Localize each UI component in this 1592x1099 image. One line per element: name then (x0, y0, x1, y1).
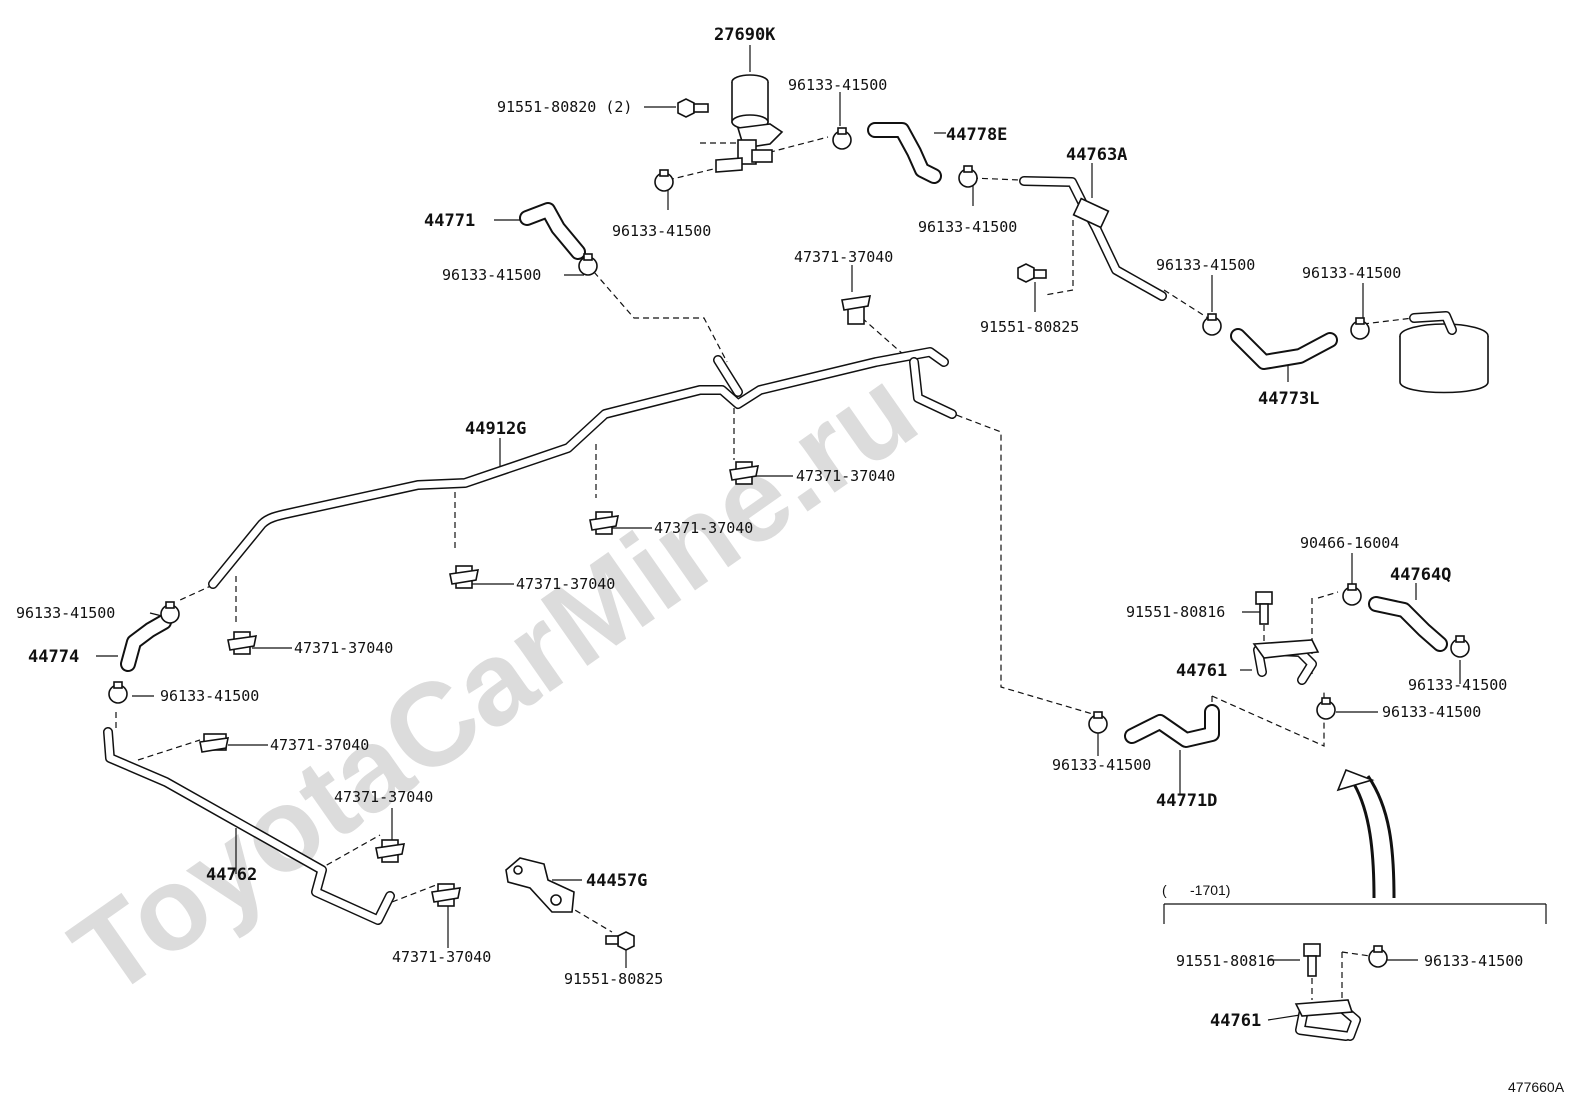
pipe-clip[interactable] (841, 295, 872, 325)
label-clamp: 96133-41500 (918, 218, 1017, 236)
label-clamp: 96133-41500 (1408, 676, 1507, 694)
pipe-clips (199, 295, 872, 907)
clamp[interactable] (1316, 697, 1336, 720)
label-44771d: 44771D (1156, 791, 1217, 811)
pipe-bracket (1252, 639, 1320, 659)
variant-note: ( -1701) (1162, 882, 1230, 898)
clamp[interactable] (578, 253, 598, 276)
label-44773l: 44773L (1258, 389, 1319, 409)
label-44761: 44761 (1176, 661, 1227, 681)
variant-frame (1163, 768, 1547, 924)
pipe-clip[interactable] (227, 631, 258, 655)
pipe-clip[interactable] (729, 461, 760, 485)
connection-lines (115, 102, 1414, 1014)
clamp[interactable] (654, 169, 674, 192)
label-44764q: 44764Q (1390, 565, 1451, 585)
clamp[interactable] (1450, 635, 1470, 658)
pipe-clip[interactable] (199, 733, 230, 753)
label-44778e: 44778E (946, 125, 1007, 145)
label-44763a: 44763A (1066, 145, 1127, 165)
label-clip: 47371-37040 (270, 736, 369, 754)
bolt-91551-80825-b[interactable] (605, 931, 635, 951)
label-clip: 47371-37040 (294, 639, 393, 657)
label-bolt-91551-80816: 91551-80816 (1126, 603, 1225, 621)
clamp[interactable] (1202, 313, 1222, 336)
arrow-icon-outline (1366, 775, 1396, 899)
watermark: ToyotaCarMine.ru (49, 343, 939, 1021)
hose-44771[interactable] (519, 202, 586, 260)
hose-clamps (108, 127, 1470, 968)
hose-44773l[interactable] (1230, 328, 1338, 370)
label-clamp: 96133-41500 (16, 604, 115, 622)
label-bolt-91551-80825: 91551-80825 (564, 970, 663, 988)
clamp[interactable] (1088, 711, 1108, 734)
pipe-44912g[interactable] (208, 347, 957, 589)
bolt-91551-80825-a[interactable] (1017, 263, 1047, 283)
label-clamp: 96133-41500 (1156, 256, 1255, 274)
label-44762: 44762 (206, 865, 257, 885)
label-clip: 47371-37040 (654, 519, 753, 537)
charcoal-canister[interactable] (1399, 311, 1489, 394)
pipe-clip[interactable] (431, 883, 462, 907)
pipe-44761[interactable] (1252, 639, 1320, 685)
clamp[interactable] (108, 681, 128, 704)
clamp[interactable] (958, 165, 978, 188)
diagram-reference: 477660A (1508, 1079, 1565, 1095)
pipe-bracket (1294, 999, 1354, 1017)
hose-44764q[interactable] (1368, 596, 1448, 652)
label-clamp: 96133-41500 (1382, 703, 1481, 721)
label-27690k: 27690K (714, 25, 776, 45)
label-clamp: 96133-41500 (612, 222, 711, 240)
label-clamp: 96133-41500 (788, 76, 887, 94)
pipe-bracket (1072, 197, 1110, 229)
leader-lines (96, 45, 1461, 1021)
label-44457g: 44457G (586, 871, 647, 891)
label-clamp: 96133-41500 (160, 687, 259, 705)
label-44761: 44761 (1210, 1011, 1261, 1031)
clamp[interactable] (160, 601, 180, 624)
pipe-44763a[interactable] (1019, 176, 1167, 301)
label-clamp: 96133-41500 (1302, 264, 1401, 282)
hose-44771d[interactable] (1124, 704, 1220, 748)
label-bolt-91551-80816: 91551-80816 (1176, 952, 1275, 970)
vsv-valve-27690k[interactable] (715, 74, 784, 173)
label-clamp: 96133-41500 (1052, 756, 1151, 774)
clamp[interactable] (832, 127, 852, 150)
label-44912g: 44912G (465, 419, 526, 439)
pipe-clip[interactable] (449, 565, 480, 589)
label-clamp: 96133-41500 (442, 266, 541, 284)
label-bolt-91551-80825: 91551-80825 (980, 318, 1079, 336)
label-44774: 44774 (28, 647, 79, 667)
pipe-44762[interactable] (103, 727, 395, 925)
pipe-clip[interactable] (589, 511, 620, 535)
label-clamp: 96133-41500 (1424, 952, 1523, 970)
arrow-icon (1352, 783, 1376, 899)
hose-44774[interactable] (120, 614, 172, 672)
label-clip: 47371-37040 (796, 467, 895, 485)
bolt-91551-80816-b[interactable] (1303, 943, 1321, 977)
label-clip: 47371-37040 (334, 788, 433, 806)
clamp[interactable] (1350, 317, 1370, 340)
labels: 27690K 91551-80820 (2) 96133-41500 44778… (16, 25, 1565, 1095)
label-44771: 44771 (424, 211, 475, 231)
hose-44778e[interactable] (867, 122, 942, 184)
clamp[interactable] (1368, 945, 1388, 968)
bolt-91551-80816-a[interactable] (1255, 591, 1273, 625)
pipe-44761b[interactable] (1294, 999, 1361, 1041)
label-clip: 47371-37040 (392, 948, 491, 966)
label-clamp-90466: 90466-16004 (1300, 534, 1399, 552)
pipe-clip[interactable] (375, 839, 406, 863)
bolt-91551-80820[interactable] (677, 98, 709, 118)
arrowhead-icon (1336, 768, 1375, 792)
label-clip: 47371-37040 (794, 248, 893, 266)
bracket-44457g[interactable] (505, 857, 575, 913)
clamp[interactable] (1342, 583, 1362, 606)
label-bolt-91551-80820: 91551-80820 (2) (497, 98, 632, 116)
label-clip: 47371-37040 (516, 575, 615, 593)
